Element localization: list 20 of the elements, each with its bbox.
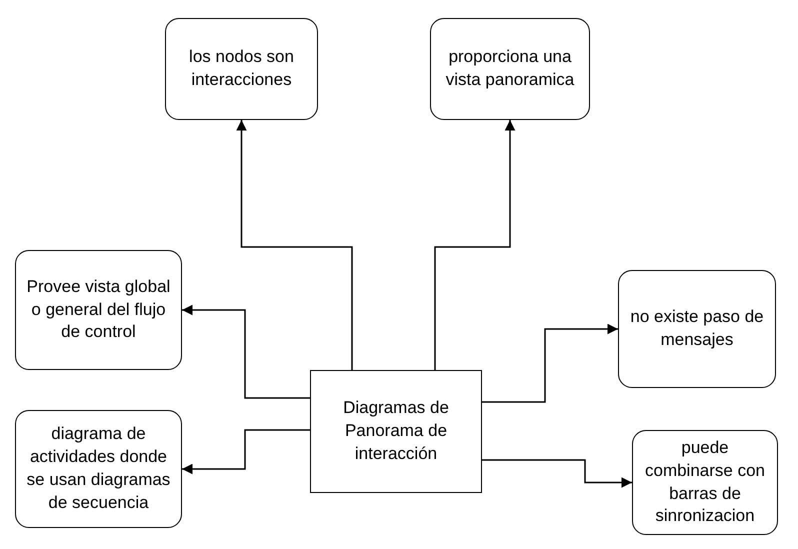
- arrow: [434, 120, 516, 370]
- rounded-box: [15, 250, 182, 370]
- node-text: proporciona una vista panoramica: [444, 46, 576, 91]
- rounded-box: [632, 430, 778, 535]
- node-text: Provee vista global o general del flujo de control: [26, 276, 172, 344]
- arrow: [482, 324, 618, 403]
- node-text: los nodos son interacciones: [188, 46, 295, 91]
- rounded-box: [430, 18, 590, 120]
- arrow: [236, 120, 353, 370]
- rounded-box: [165, 18, 318, 120]
- rounded-box: [618, 270, 776, 388]
- node-text: puede combinarse con barras de sinronizacion: [644, 436, 766, 528]
- node-text: no existe paso de mensajes: [629, 306, 765, 351]
- arrow: [482, 459, 632, 488]
- node-text: Diagramas de Panorama de interacción: [342, 397, 450, 465]
- rounded-box: [15, 410, 182, 528]
- arrow: [182, 429, 310, 474]
- process-box: [310, 370, 482, 493]
- arrow: [182, 304, 310, 399]
- node-text: diagrama de actividades donde se usan diagramas de secuencia: [26, 423, 172, 514]
